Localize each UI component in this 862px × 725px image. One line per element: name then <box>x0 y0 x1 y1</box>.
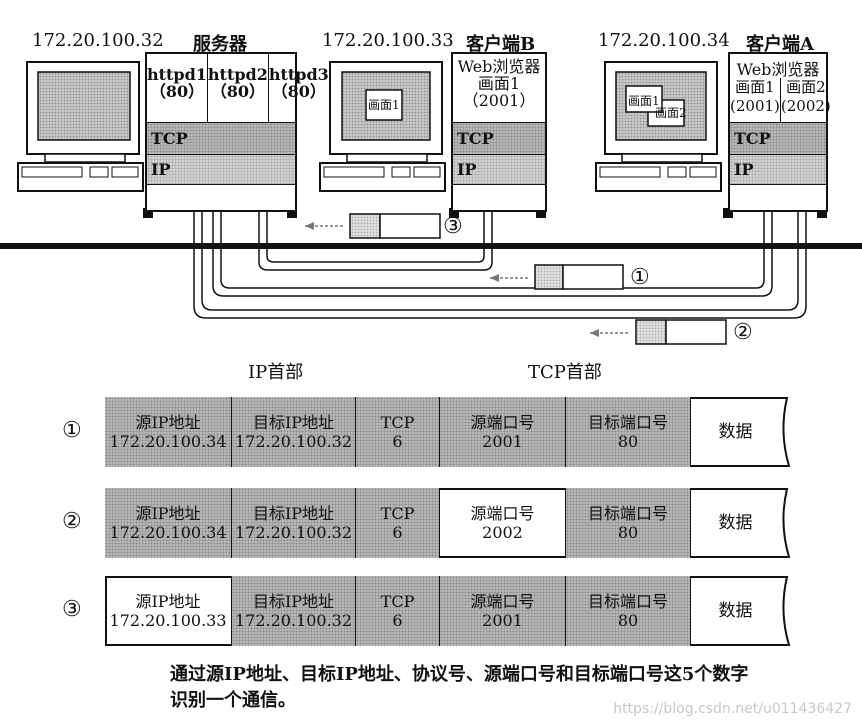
client-b-title: 客户端B <box>466 34 536 55</box>
client-a-protocol-stack: Web浏览器 画面1 (2001) 画面2 (2002) TCP IP <box>728 52 831 212</box>
client-a-ip-label: 172.20.100.34 <box>598 30 730 51</box>
protocol-label: TCP <box>380 504 415 523</box>
caption-line-1: 通过源IP地址、目标IP地址、协议号、源端口号和目标端口号这5个数字 <box>170 664 749 685</box>
packet-1-number: ① <box>630 265 650 290</box>
client-a-screen1-port: (2001) <box>730 97 780 115</box>
dst-port-label: 目标端口号 <box>587 504 668 523</box>
client-a-screen2-label: 画面2 <box>786 78 826 96</box>
dst-port-value: 80 <box>617 523 639 542</box>
src-port-label: 源端口号 <box>470 413 535 432</box>
dst-port-label: 目标端口号 <box>587 592 668 611</box>
packet-1 <box>490 264 624 290</box>
server-protocol-stack: httpd1 （80） httpd2 （80） httpd3 （80） TCP … <box>145 52 329 212</box>
client-a-screen-window-1: 画面1 <box>628 94 660 108</box>
packet-3-number: ③ <box>443 214 463 239</box>
client-b-tcp-layer: TCP <box>453 122 545 154</box>
row-3-number: ③ <box>62 597 82 622</box>
src-port-label: 源端口号 <box>470 592 535 611</box>
packet-2-number: ② <box>733 320 753 345</box>
src-ip-label: 源IP地址 <box>135 592 201 611</box>
server-title: 服务器 <box>193 34 247 55</box>
server-tcp-layer: TCP <box>147 122 295 154</box>
src-port-value: 2002 <box>482 523 523 542</box>
src-port-value: 2001 <box>482 432 523 451</box>
caption-line-2: 识别一个通信。 <box>170 690 296 711</box>
src-port-label: 源端口号 <box>470 504 535 523</box>
protocol-value: 6 <box>392 523 403 542</box>
data-cell: 数据 <box>718 600 753 621</box>
httpd1-port: （80） <box>149 82 205 101</box>
header-row-1: 源IP地址 172.20.100.34 目标IP地址 172.20.100.32… <box>105 397 795 467</box>
src-ip-value: 172.20.100.33 <box>109 611 227 630</box>
header-row-3: 源IP地址 172.20.100.33 目标IP地址 172.20.100.32… <box>105 576 795 646</box>
src-ip-label: 源IP地址 <box>135 504 201 523</box>
client-b-ip-layer: IP <box>453 154 545 184</box>
client-a-screen2-port: (2002) <box>780 97 831 115</box>
protocol-label: TCP <box>380 592 415 611</box>
httpd2-label: httpd2 <box>207 65 268 84</box>
server-computer-icon <box>17 61 144 192</box>
client-a-screen1-label: 画面1 <box>735 78 775 96</box>
protocol-label: TCP <box>380 413 415 432</box>
client-a-computer-icon <box>595 61 722 192</box>
client-a-title: 客户端A <box>746 34 814 55</box>
dst-ip-value: 172.20.100.32 <box>234 523 353 542</box>
packet-3 <box>305 213 441 239</box>
data-cell: 数据 <box>718 512 753 533</box>
client-b-ip-label: 172.20.100.33 <box>322 30 454 51</box>
client-b-screen-label: 画面1 <box>477 74 521 93</box>
client-b-computer-icon <box>319 61 446 192</box>
network-bus <box>0 243 862 249</box>
connection-path-1 <box>212 118 773 297</box>
httpd3-port: （80） <box>271 82 326 101</box>
dst-ip-value: 172.20.100.32 <box>234 432 353 451</box>
client-b-protocol-stack: Web浏览器 画面1 （2001） TCP IP <box>451 52 547 212</box>
row-1-number: ① <box>62 418 82 443</box>
client-a-tcp-layer: TCP <box>730 122 826 154</box>
packet-2 <box>590 319 727 345</box>
network-diagram <box>0 61 862 345</box>
dst-ip-label: 目标IP地址 <box>252 504 335 523</box>
dst-ip-label: 目标IP地址 <box>252 592 335 611</box>
client-b-port: （2001） <box>462 91 536 110</box>
httpd3-label: httpd3 <box>268 65 329 84</box>
dst-port-value: 80 <box>617 611 639 630</box>
src-ip-value: 172.20.100.34 <box>109 432 227 451</box>
src-ip-value: 172.20.100.34 <box>109 523 227 542</box>
client-b-browser-label: Web浏览器 <box>457 57 541 76</box>
dst-port-label: 目标端口号 <box>587 413 668 432</box>
header-row-2: 源IP地址 172.20.100.34 目标IP地址 172.20.100.32… <box>105 488 795 558</box>
watermark: https://blog.csdn.net/u011436427 <box>613 701 852 717</box>
client-a-screen-window-2: 画面2 <box>655 106 687 120</box>
src-port-value: 2001 <box>482 611 523 630</box>
client-a-browser-label: Web浏览器 <box>736 60 820 79</box>
client-a-ip-layer: IP <box>730 154 826 184</box>
dst-port-value: 80 <box>617 432 639 451</box>
httpd2-port: （80） <box>210 82 266 101</box>
ip-header-label: IP首部 <box>248 362 304 383</box>
tcp-header-label: TCP首部 <box>528 362 602 383</box>
row-2-number: ② <box>62 509 82 534</box>
httpd1-label: httpd1 <box>147 65 207 84</box>
dst-ip-value: 172.20.100.32 <box>234 611 353 630</box>
data-cell: 数据 <box>718 421 753 442</box>
connection-path-3 <box>258 118 493 271</box>
protocol-value: 6 <box>392 611 403 630</box>
src-ip-label: 源IP地址 <box>135 413 201 432</box>
server-ip-layer: IP <box>147 154 295 184</box>
dst-ip-label: 目标IP地址 <box>252 413 335 432</box>
protocol-value: 6 <box>392 432 403 451</box>
server-ip-label: 172.20.100.32 <box>32 30 164 51</box>
client-b-screen-window: 画面1 <box>368 98 400 112</box>
connection-path-2 <box>193 118 807 319</box>
